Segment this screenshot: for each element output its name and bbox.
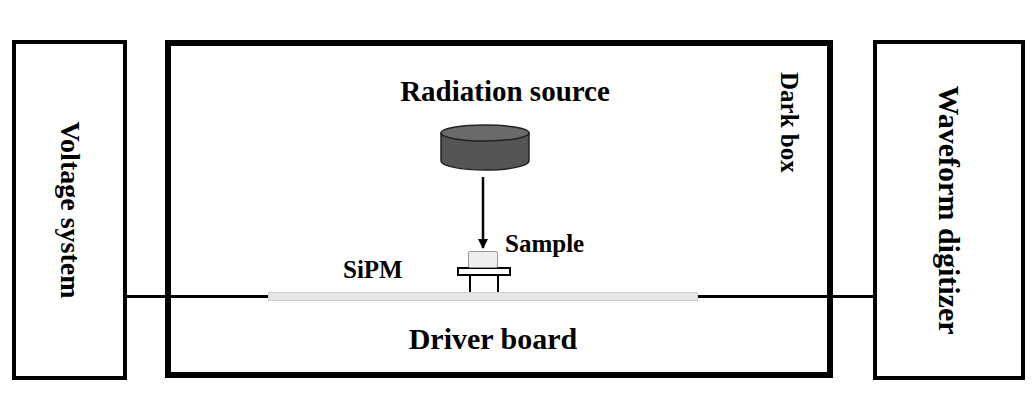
node-label: Radiation source [400,76,610,108]
driver-board: Driver board [268,290,698,362]
arrow [482,177,485,248]
sipm-label: SiPM [343,256,403,284]
box-label: Voltage system [54,121,85,298]
wire [127,295,268,298]
wire [698,295,873,298]
node-label: Sample [505,230,584,258]
sample: Sample [466,230,606,270]
node-label: Driver board [409,322,578,355]
board-bar [268,292,698,301]
radiation-source: Radiation source [400,76,610,174]
box-label: Waveform digitizer [933,85,966,334]
box-label: Dark box [776,72,804,173]
sample-shape [468,251,498,268]
waveform-digitizer-box: Waveform digitizer [873,40,1025,380]
voltage-system-box: Voltage system [12,40,127,380]
dark-box: Dark box Radiation sourceSampleDriver boa… [165,40,833,378]
cylinder-shape [439,123,531,173]
